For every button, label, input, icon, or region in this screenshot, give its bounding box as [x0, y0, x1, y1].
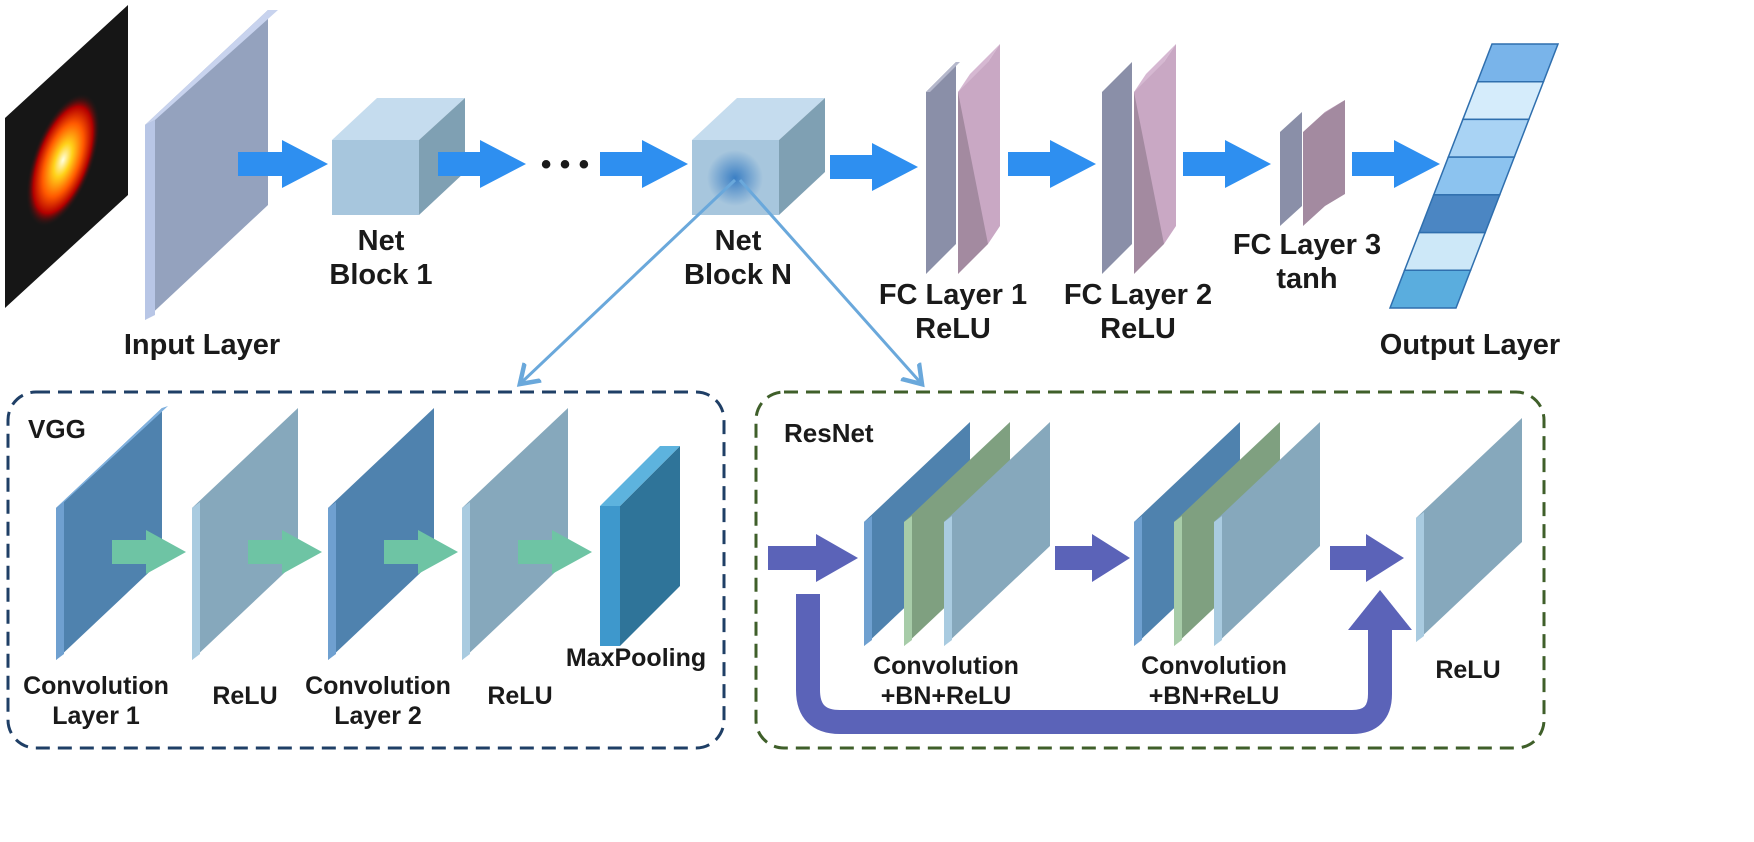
vgg-conv1-label-line1: Convolution [23, 672, 169, 700]
vgg-relu1-plane [192, 408, 298, 660]
vgg-relu1-label: ReLU [212, 682, 277, 710]
resnet-skip-arrowhead [1348, 590, 1412, 630]
fc-layer-2-planes [1102, 44, 1176, 274]
resnet-arrow-in [768, 534, 858, 582]
output-cell [1476, 43, 1560, 83]
net-block-n-label-line2: Block N [684, 259, 792, 291]
vgg-panel-border [6, 390, 726, 750]
output-cell [1461, 80, 1545, 121]
output-cell [1418, 194, 1501, 234]
output-cell [1447, 118, 1530, 158]
resnet-skip-connection [796, 594, 1392, 734]
output-cell [1432, 156, 1516, 196]
heatmap-input-image [5, 5, 128, 308]
vgg-arrow-1 [112, 530, 186, 574]
vgg-conv2-label-line1: Convolution [305, 672, 451, 700]
connector-to-resnet [738, 179, 920, 382]
resnet-arrow-out [1330, 534, 1404, 582]
net-block-1-label-line1: Net [358, 225, 405, 257]
arrow-ellipsis-to-blockN [600, 140, 688, 188]
resnet-arrow-mid [1055, 534, 1130, 582]
vgg-arrow-2 [248, 530, 322, 574]
arrow-fc3-to-output [1352, 140, 1440, 188]
arrow-block1-to-ellipsis [438, 140, 526, 188]
vgg-conv1-label-line2: Layer 1 [52, 702, 140, 730]
arrow-fc2-to-fc3 [1183, 140, 1271, 188]
ellipsis-dots: • • • [541, 148, 589, 181]
resnet-block2-label-line1: Convolution [1141, 652, 1287, 680]
output-cell [1403, 231, 1487, 272]
resnet-block2-planes [1134, 422, 1320, 646]
vgg-arrow-4 [518, 530, 592, 574]
output-cell [1388, 269, 1472, 309]
fc-layer-3-label-line2: tanh [1276, 263, 1337, 295]
connector-to-vgg [522, 178, 737, 382]
vgg-maxpool-label: MaxPooling [566, 644, 706, 672]
fc-layer-2-label-line2: ReLU [1100, 313, 1176, 345]
net-block-1-label-line2: Block 1 [329, 259, 432, 291]
net-block-n-cube [692, 98, 825, 215]
vgg-conv1-plane [56, 406, 168, 660]
vgg-relu2-plane [462, 408, 568, 660]
net-block-n-label-line1: Net [715, 225, 762, 257]
input-layer-label: Input Layer [124, 329, 280, 361]
resnet-title: ResNet [784, 418, 874, 448]
fc-layer-1-label-line1: FC Layer 1 [879, 279, 1027, 311]
fc-layer-3-planes [1280, 100, 1345, 226]
vgg-title: VGG [28, 414, 86, 444]
resnet-panel-border [754, 390, 1546, 750]
vgg-relu2-label: ReLU [487, 682, 552, 710]
fc-layer-3-label-line1: FC Layer 3 [1233, 229, 1381, 261]
arrow-input-to-block1 [238, 140, 328, 188]
resnet-block2-label-line2: +BN+ReLU [1149, 682, 1280, 710]
resnet-block1-label-line1: Convolution [873, 652, 1019, 680]
input-layer-plane [145, 10, 278, 320]
vgg-maxpool-block [600, 446, 680, 646]
output-layer-vector [1388, 43, 1560, 309]
fc-layer-2-label-line1: FC Layer 2 [1064, 279, 1212, 311]
output-layer-label: Output Layer [1380, 329, 1560, 361]
resnet-relu-plane [1416, 418, 1522, 642]
resnet-block1-label-line2: +BN+ReLU [881, 682, 1012, 710]
vgg-arrow-3 [384, 530, 458, 574]
arrow-blockN-to-fc1 [830, 143, 918, 191]
vgg-conv2-label-line2: Layer 2 [334, 702, 422, 730]
arrow-fc1-to-fc2 [1008, 140, 1096, 188]
fc-layer-1-planes [926, 44, 1000, 274]
fc-layer-1-label-line2: ReLU [915, 313, 991, 345]
resnet-block1-planes [864, 422, 1050, 646]
vgg-conv2-plane [328, 408, 434, 660]
resnet-relu-label: ReLU [1435, 656, 1500, 684]
